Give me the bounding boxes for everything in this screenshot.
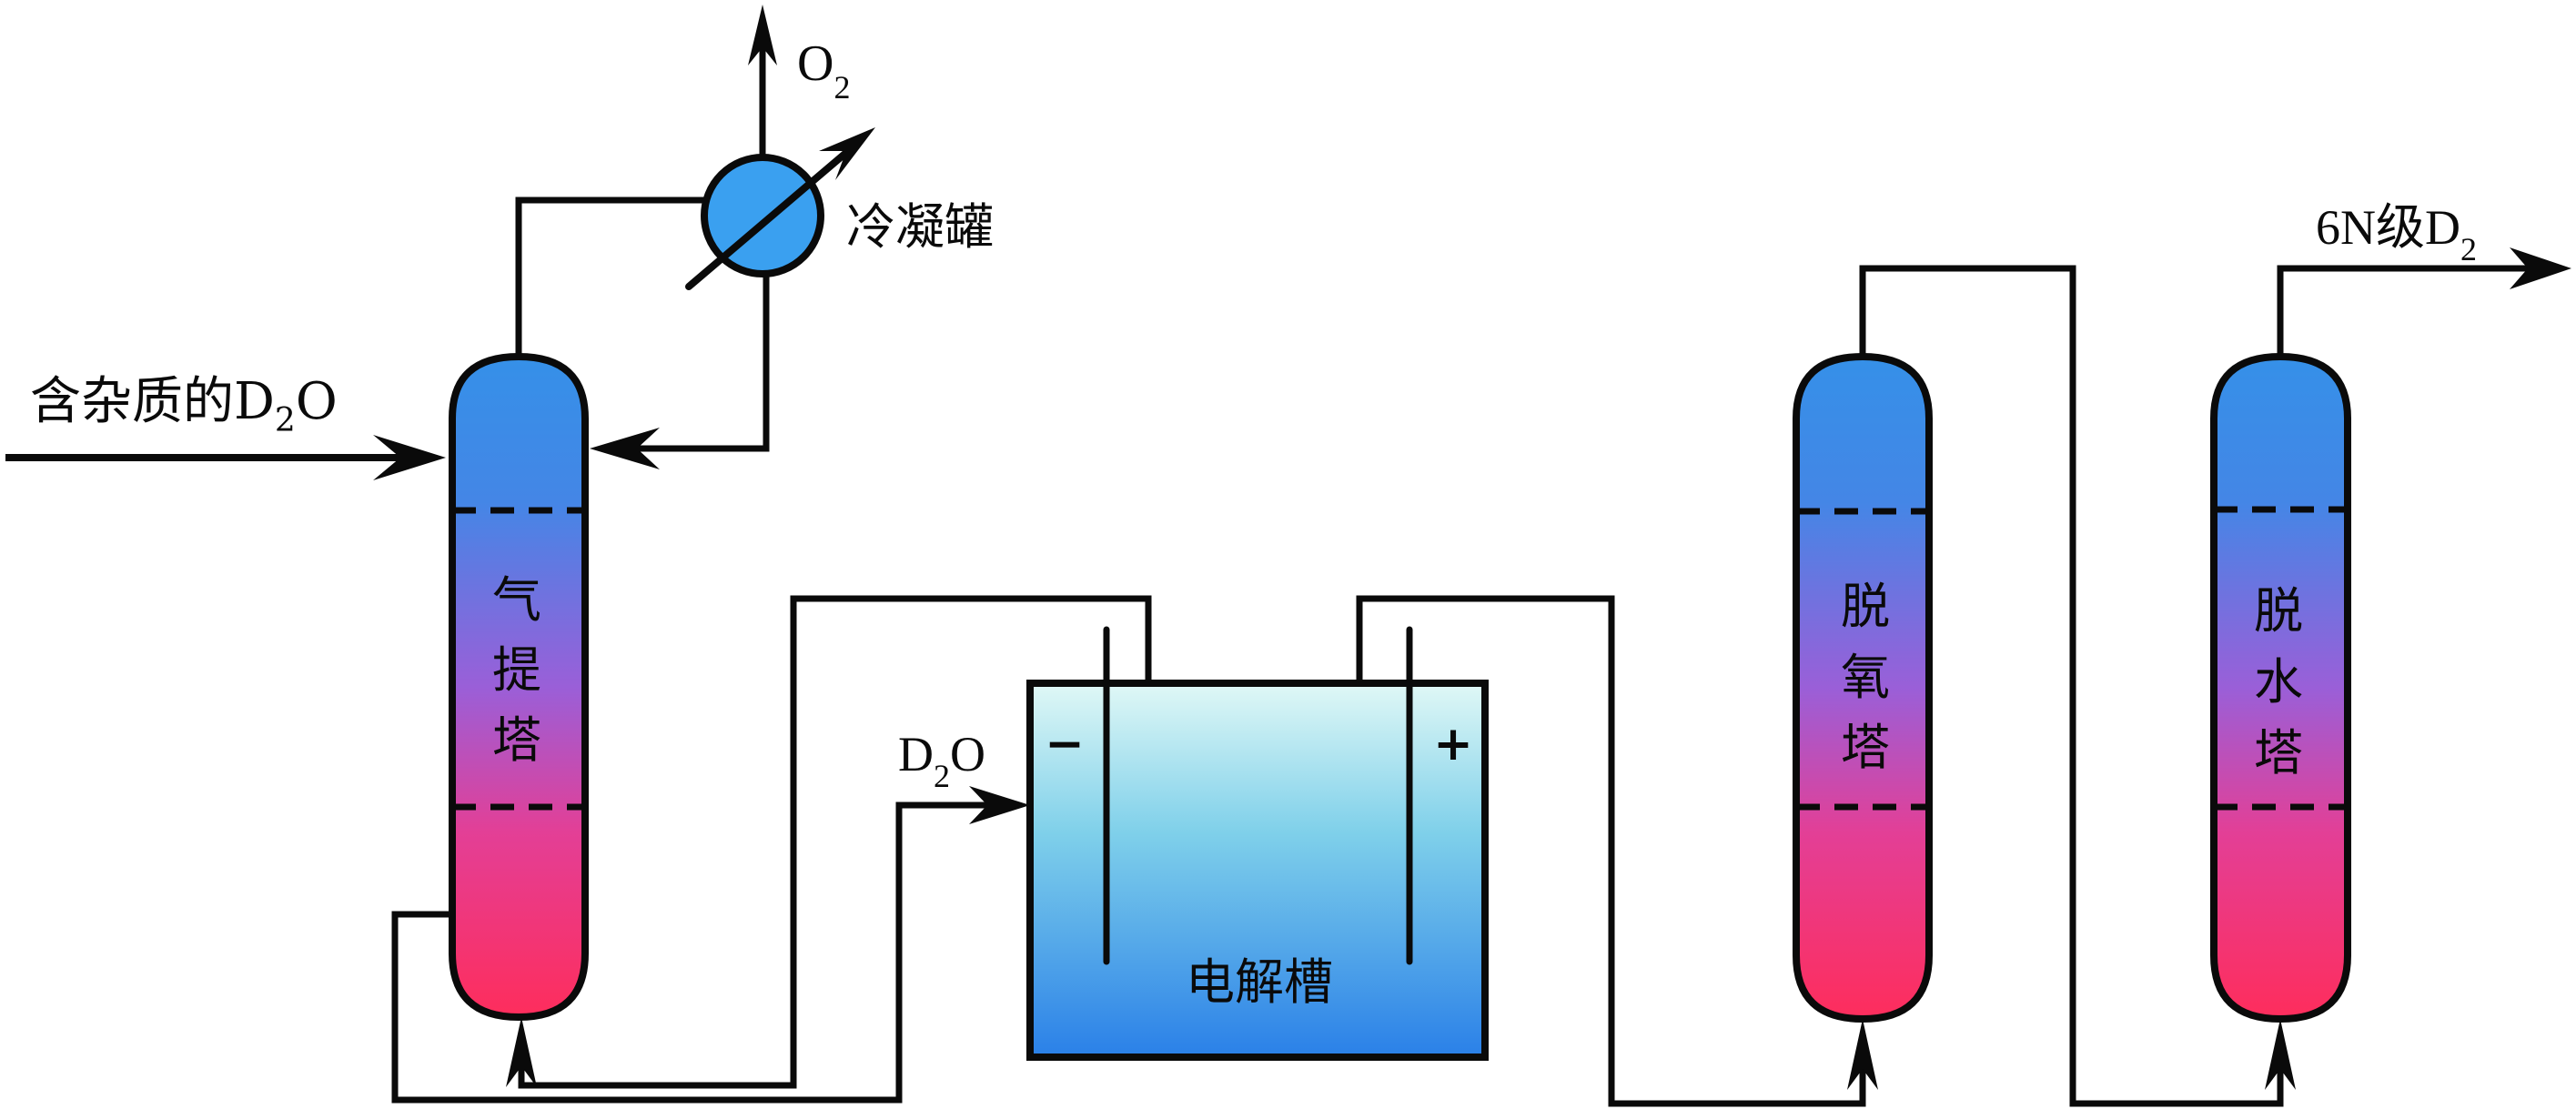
tower1-label-char-1: 气	[492, 571, 541, 629]
feed-label: 含杂质的D2O	[30, 372, 338, 439]
tower1-label-char-3: 塔	[492, 711, 541, 769]
condenser[interactable]: 冷凝罐	[685, 127, 994, 290]
tower2-label-char-3: 塔	[1841, 719, 1890, 776]
feed-arrow-icon	[373, 435, 446, 480]
stripping-tower-vessel[interactable]	[449, 352, 589, 1022]
anode-sign: +	[1433, 717, 1473, 771]
condenser-return-pipe	[608, 269, 770, 452]
tower3-label-char-1: 脱	[2254, 582, 2303, 640]
overhead-piping: O2	[515, 5, 850, 469]
deoxygenation-tower[interactable]: 脱 氧 塔	[1793, 352, 1933, 1023]
tower1-bottom-arrow-icon	[506, 1017, 537, 1087]
feed-inlet: 含杂质的D2O	[5, 372, 446, 480]
product-label: 6N级D2	[2316, 200, 2477, 267]
product-outlet: 6N级D2	[2277, 200, 2571, 360]
condenser-control-line	[685, 137, 864, 290]
oxygen-arrow-icon	[748, 5, 777, 66]
cathode-sign: −	[1045, 717, 1085, 771]
return-arrow-icon	[590, 428, 660, 469]
tower3-inlet-arrow-icon	[2265, 1019, 2296, 1090]
tower1-bottom-to-electrolyzer-pipe	[391, 802, 1014, 1104]
tower1-label-char-2: 提	[492, 641, 541, 699]
tower2-to-tower3-piping	[1859, 265, 2296, 1107]
oxygen-label: O2	[797, 35, 850, 106]
d2o-feed-arrow-icon	[969, 786, 1030, 824]
tower3-label-char-2: 水	[2254, 653, 2303, 711]
product-pipe	[2277, 265, 2542, 360]
tower2-inlet-arrow-icon	[1847, 1019, 1878, 1090]
condenser-adjust-arrow-icon	[819, 127, 875, 180]
tower3-label-char-3: 塔	[2254, 724, 2303, 781]
deoxygenation-tower-vessel[interactable]	[1793, 352, 1933, 1023]
tower2-label-char-1: 脱	[1841, 578, 1890, 635]
product-arrow-icon	[2510, 247, 2571, 289]
electrolyzer-gas-return-pipe	[518, 595, 1152, 1089]
bottom-piping: D2O	[391, 595, 1152, 1104]
condenser-label: 冷凝罐	[846, 198, 994, 256]
electrolyzer-to-tower2-pipe	[1356, 595, 1866, 1107]
dehydration-tower-vessel[interactable]	[2210, 352, 2351, 1023]
d2o-label: D2O	[898, 727, 985, 794]
dehydration-tower[interactable]: 脱 水 塔	[2210, 352, 2351, 1023]
tower1-overhead-pipe	[515, 197, 711, 360]
stripping-tower[interactable]: 气 提 塔	[449, 352, 589, 1022]
tower2-to-tower3-pipe	[1859, 265, 2284, 1107]
electrolyzer-outlet-piping	[1356, 595, 1878, 1107]
electrolyzer[interactable]: − + 电解槽	[1026, 626, 1489, 1061]
electrolyzer-label: 电解槽	[1186, 953, 1333, 1011]
tower2-label-char-2: 氧	[1841, 649, 1890, 706]
